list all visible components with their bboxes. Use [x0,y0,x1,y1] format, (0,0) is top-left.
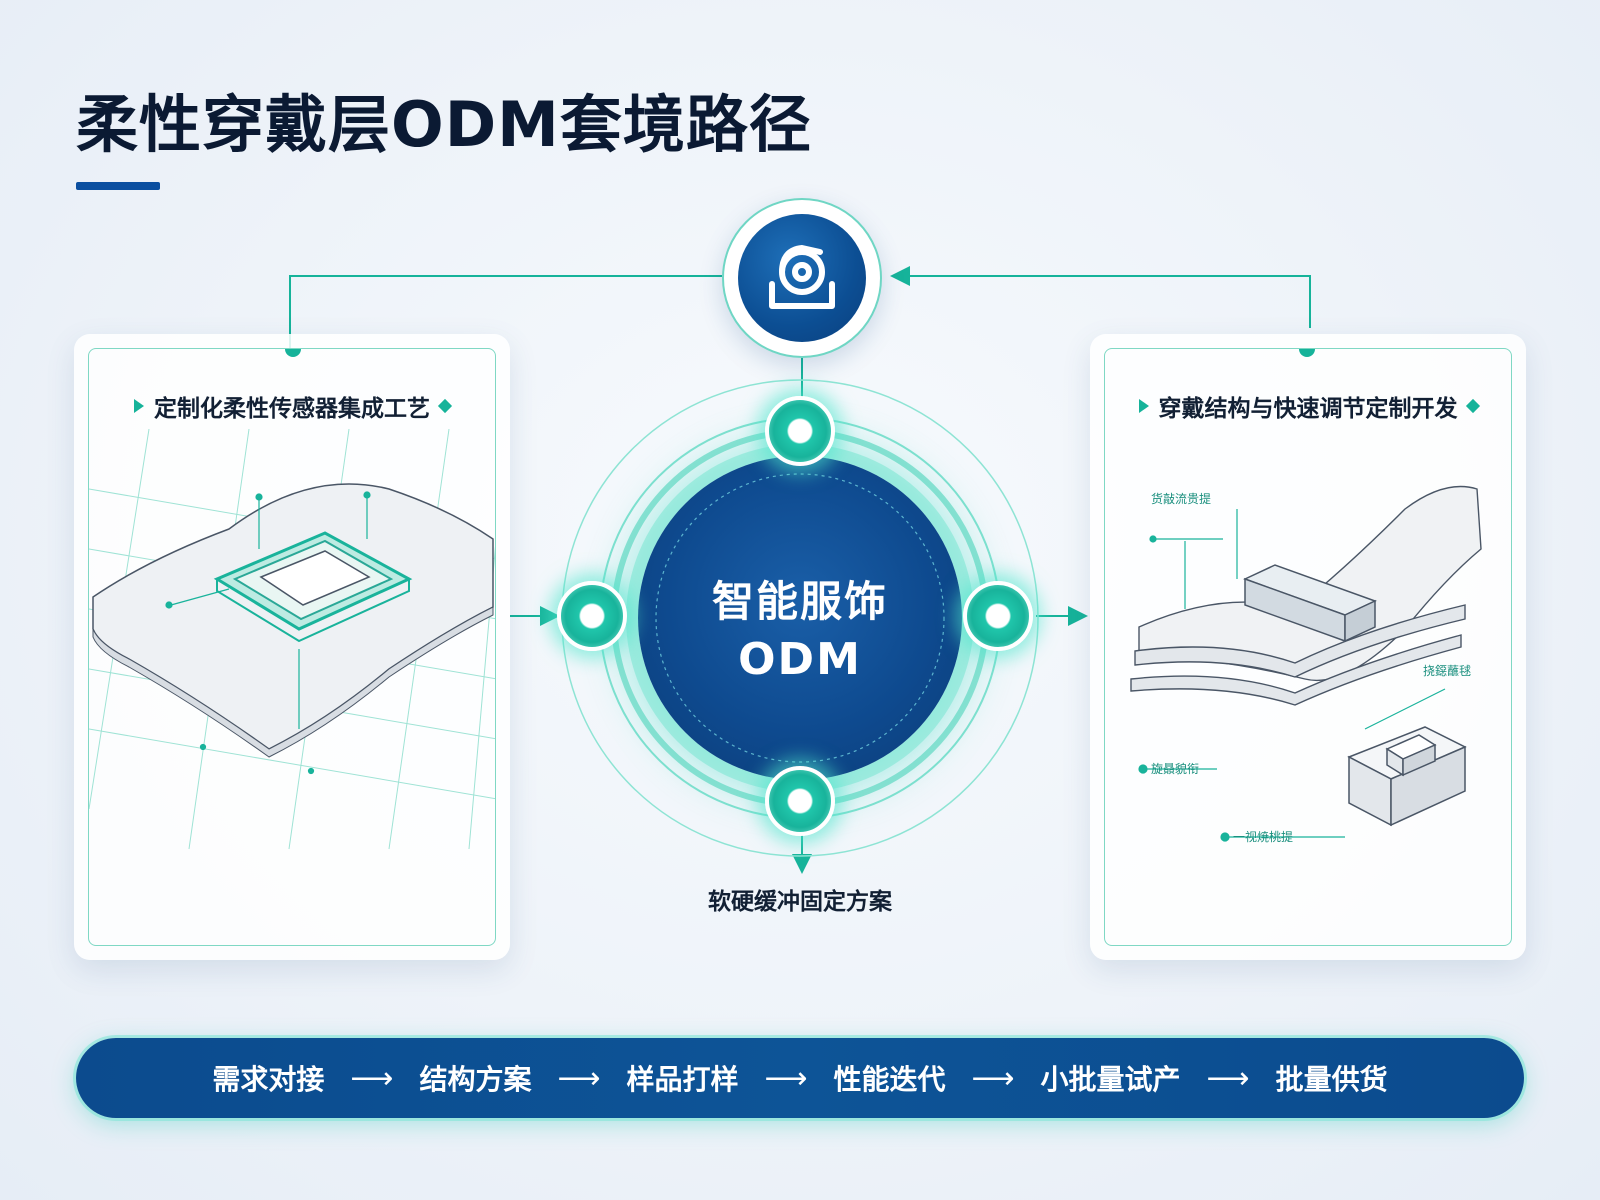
annotation-label: 一视焼桃提 [1233,829,1293,844]
triangle-marker-icon [134,399,144,413]
hub-subtitle: ODM [738,634,862,685]
process-step: 样品打样 [626,1063,739,1096]
connector-right [890,266,1311,328]
hub-title: 智能服饰 [711,577,888,626]
panel-sensor-integration: 定制化柔性传感器集成工艺 [74,334,510,960]
hub-diagram: 智能服饰 ODM [557,378,1040,858]
hub-core: 智能服饰 ODM [638,456,962,780]
connector-left [289,275,722,350]
panel-dot [1299,349,1315,357]
hub-dashed-ring [655,473,945,763]
triangle-marker-icon [1138,399,1149,413]
icon-disc [738,214,866,342]
tape-roll-icon-badge [722,198,882,358]
diamond-marker-icon [1465,398,1480,414]
process-step: 性能迭代 [833,1063,946,1096]
panel-heading-text: 定制化柔性传感器集成工艺 [154,396,430,422]
hub-node-bottom [765,766,835,836]
panel-heading-text: 穿戴结构与快速调节定制开发 [1158,396,1458,422]
right-arrow-icon: ⟶ [350,1060,394,1096]
process-step: 需求对接 [212,1063,325,1096]
right-arrow-icon: ⟶ [1206,1060,1250,1096]
panel-dot [285,349,301,357]
title-underline [76,182,160,190]
annotation-label: 挠鐚蘸毬 [1423,663,1471,678]
process-step: 结构方案 [419,1063,532,1096]
panel-heading: 穿戴结构与快速调节定制开发 [1105,389,1511,423]
annotation-label: 旋贔貌衔 [1151,761,1199,776]
layered-fabric-illustration: 货敲流贵提 挠鐚蘸毬 旋贔貌衔 一视焼桃提 [1130,485,1482,844]
panel-frame: 穿戴结构与快速调节定制开发 [1104,348,1512,946]
page-title: 柔性穿戴层ODM套境路径 [76,88,812,161]
hub-node-right [963,581,1033,651]
annotation-label: 货敲流贵提 [1151,491,1211,506]
diamond-marker-icon [437,398,453,414]
panel-frame: 定制化柔性传感器集成工艺 [88,348,496,946]
panel-wearable-structure: 穿戴结构与快速调节定制开发 [1090,334,1526,960]
process-step: 批量供货 [1275,1063,1388,1096]
right-arrow-icon: ⟶ [971,1060,1015,1096]
right-arrow-icon: ⟶ [557,1060,601,1096]
tape-roll-icon [769,245,835,309]
cushion-fixing-label: 软硬缓冲固定方案 [708,889,892,915]
flexible-sensor-illustration [89,429,495,850]
process-step: 小批量试产 [1040,1063,1181,1096]
hub-node-top [765,396,835,466]
process-flow-bar: 需求对接 ⟶ 结构方案 ⟶ 样品打样 ⟶ 性能迭代 ⟶ 小批量试产 ⟶ 批量供货 [76,1038,1524,1118]
right-arrow-icon: ⟶ [764,1060,808,1096]
hub-node-left [557,581,627,651]
panel-heading: 定制化柔性传感器集成工艺 [89,389,495,423]
